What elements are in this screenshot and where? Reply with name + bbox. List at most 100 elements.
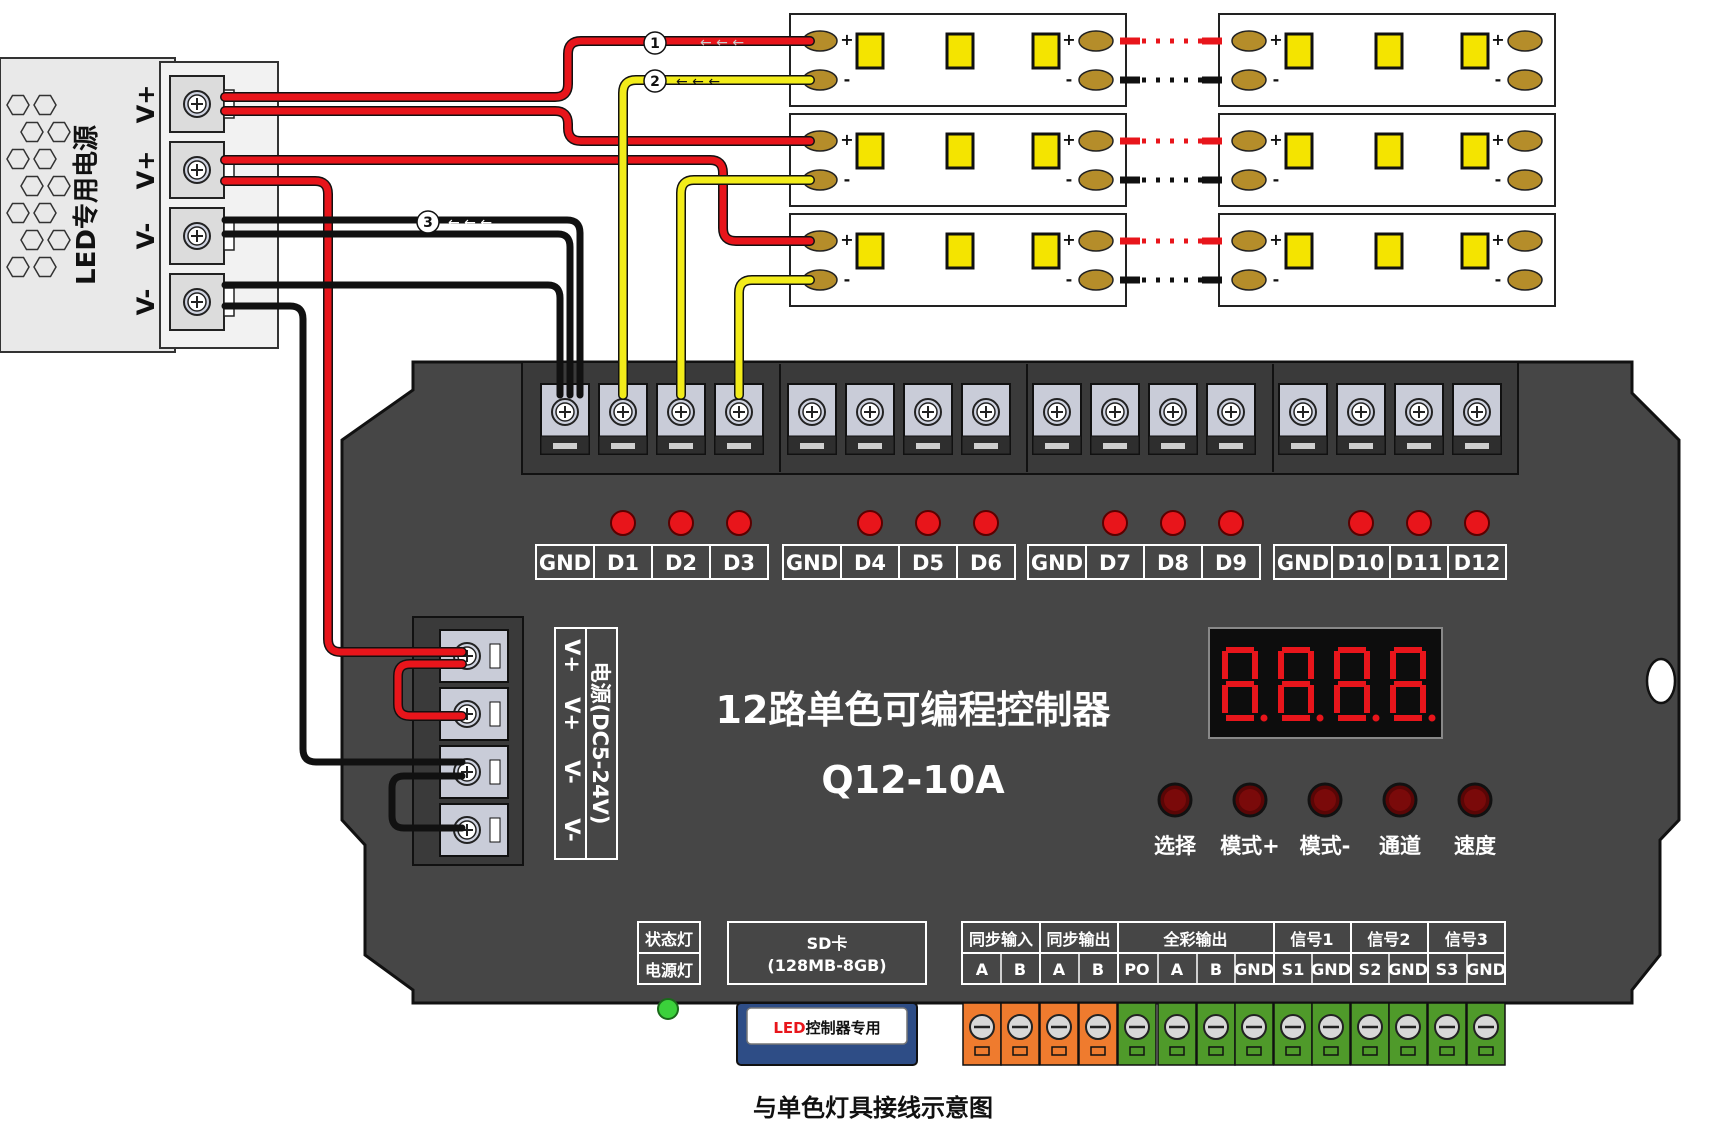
- io-plug-terminal[interactable]: [1196, 1002, 1236, 1066]
- led-chip: [1374, 132, 1404, 170]
- strip-bridge: [1120, 37, 1222, 84]
- io-group-label: 信号2: [1367, 930, 1410, 949]
- power-input-label: 电源(DC5-24V): [588, 662, 612, 825]
- channel-terminal-screw[interactable]: [1217, 398, 1245, 426]
- channel-label: D7: [1099, 551, 1131, 575]
- segment-dot: [1316, 714, 1324, 722]
- solder-pad: [1231, 30, 1267, 52]
- psu-terminal-screw[interactable]: [183, 288, 211, 316]
- segment: [1394, 681, 1422, 687]
- vent-hole: [47, 175, 71, 197]
- channel-terminal[interactable]: [1336, 383, 1386, 455]
- channel-led: [857, 510, 883, 536]
- vent-hole: [20, 229, 44, 251]
- psu-terminal-screw[interactable]: [183, 222, 211, 250]
- channel-terminal[interactable]: [787, 383, 837, 455]
- io-plug-terminal[interactable]: [1311, 1002, 1351, 1066]
- io-plug-terminal[interactable]: [1273, 1002, 1313, 1066]
- channel-terminal-screw[interactable]: [1101, 398, 1129, 426]
- channel-led: [610, 510, 636, 536]
- io-pin-label: A: [1171, 960, 1184, 979]
- io-plug-terminal[interactable]: [1000, 1002, 1040, 1066]
- strip-bridge: [1120, 137, 1222, 184]
- io-plug-terminal[interactable]: [1157, 1002, 1197, 1066]
- channel-terminal-screw[interactable]: [1159, 398, 1187, 426]
- solder-pad: [1507, 230, 1543, 252]
- io-plug-terminal[interactable]: [1466, 1002, 1506, 1066]
- io-pin-label: A: [976, 960, 989, 979]
- status-led-label: 状态灯: [645, 930, 693, 949]
- sd-card-label-led: LED: [773, 1019, 805, 1037]
- channel-terminal-screw[interactable]: [1463, 398, 1491, 426]
- channel-label: D10: [1338, 551, 1385, 575]
- channel-terminal-screw[interactable]: [798, 398, 826, 426]
- io-plug-terminal[interactable]: [1388, 1002, 1428, 1066]
- control-button[interactable]: [1382, 782, 1418, 818]
- control-button[interactable]: [1157, 782, 1193, 818]
- io-plug-terminal[interactable]: [962, 1002, 1002, 1066]
- segment: [1364, 651, 1370, 679]
- channel-terminal[interactable]: [903, 383, 953, 455]
- channel-terminal[interactable]: [961, 383, 1011, 455]
- pad-minus-label: -: [1495, 170, 1502, 189]
- segment: [1222, 685, 1228, 713]
- channel-terminal-screw[interactable]: [725, 398, 753, 426]
- channel-led: [915, 510, 941, 536]
- channel-terminal[interactable]: [1090, 383, 1140, 455]
- io-plug-terminal[interactable]: [1039, 1002, 1079, 1066]
- power-terminal-label: V-: [560, 760, 584, 783]
- power-terminal[interactable]: [439, 745, 509, 799]
- io-plug-terminal[interactable]: [1234, 1002, 1274, 1066]
- solder-pad: [1078, 69, 1114, 91]
- power-terminal-labels: V+V+V-V-: [560, 639, 584, 842]
- channel-terminal[interactable]: [845, 383, 895, 455]
- wiring: 1 ← ← ← 2 ← ← ← 3 ← ← ←: [220, 31, 815, 832]
- channel-terminal[interactable]: [1206, 383, 1256, 455]
- io-plug-terminal[interactable]: [1427, 1002, 1467, 1066]
- channel-terminal-screw[interactable]: [1289, 398, 1317, 426]
- psu-terminal-screw[interactable]: [183, 156, 211, 184]
- channel-terminal-screw[interactable]: [609, 398, 637, 426]
- io-plug-terminal[interactable]: [1078, 1002, 1118, 1066]
- segment: [1420, 685, 1426, 713]
- control-button[interactable]: [1457, 782, 1493, 818]
- segment: [1308, 651, 1314, 679]
- channel-terminal-screw[interactable]: [1043, 398, 1071, 426]
- controller-model: Q12-10A: [821, 758, 1005, 802]
- channel-terminal-screw[interactable]: [1347, 398, 1375, 426]
- channel-terminal-block: [540, 364, 1502, 472]
- channel-terminal[interactable]: [1032, 383, 1082, 455]
- solder-pad: [1507, 69, 1543, 91]
- sd-card[interactable]: LED控制器专用: [736, 1002, 918, 1066]
- segment: [1282, 681, 1310, 687]
- power-terminal[interactable]: [439, 803, 509, 857]
- control-button[interactable]: [1307, 782, 1343, 818]
- wire-black-gnd-3: [221, 281, 564, 399]
- diagram-caption: 与单色灯具接线示意图: [753, 1094, 993, 1122]
- pad-plus-label: +: [1062, 230, 1075, 249]
- io-plug-terminal[interactable]: [1350, 1002, 1390, 1066]
- channel-terminal-screw[interactable]: [914, 398, 942, 426]
- channel-terminal[interactable]: [1452, 383, 1502, 455]
- pad-minus-label: -: [1273, 270, 1280, 289]
- control-button[interactable]: [1232, 782, 1268, 818]
- channel-terminal[interactable]: [1148, 383, 1198, 455]
- channel-terminal-screw[interactable]: [667, 398, 695, 426]
- segment: [1334, 685, 1340, 713]
- channel-label: D11: [1396, 551, 1443, 575]
- channel-terminal[interactable]: [1278, 383, 1328, 455]
- segment-dot: [1428, 714, 1436, 722]
- led-chip: [945, 232, 975, 270]
- channel-terminal-screw[interactable]: [856, 398, 884, 426]
- vent-hole: [47, 229, 71, 251]
- svg-text:← ← ←: ← ← ←: [676, 74, 720, 90]
- segment: [1338, 681, 1366, 687]
- io-plug-terminal[interactable]: [1117, 1002, 1157, 1066]
- channel-terminal-screw[interactable]: [972, 398, 1000, 426]
- channel-terminal-screw[interactable]: [1405, 398, 1433, 426]
- channel-terminal-screw[interactable]: [551, 398, 579, 426]
- io-pin-label: S3: [1436, 960, 1459, 979]
- channel-led: [1348, 510, 1374, 536]
- channel-terminal[interactable]: [1394, 383, 1444, 455]
- psu-terminal-screw[interactable]: [183, 90, 211, 118]
